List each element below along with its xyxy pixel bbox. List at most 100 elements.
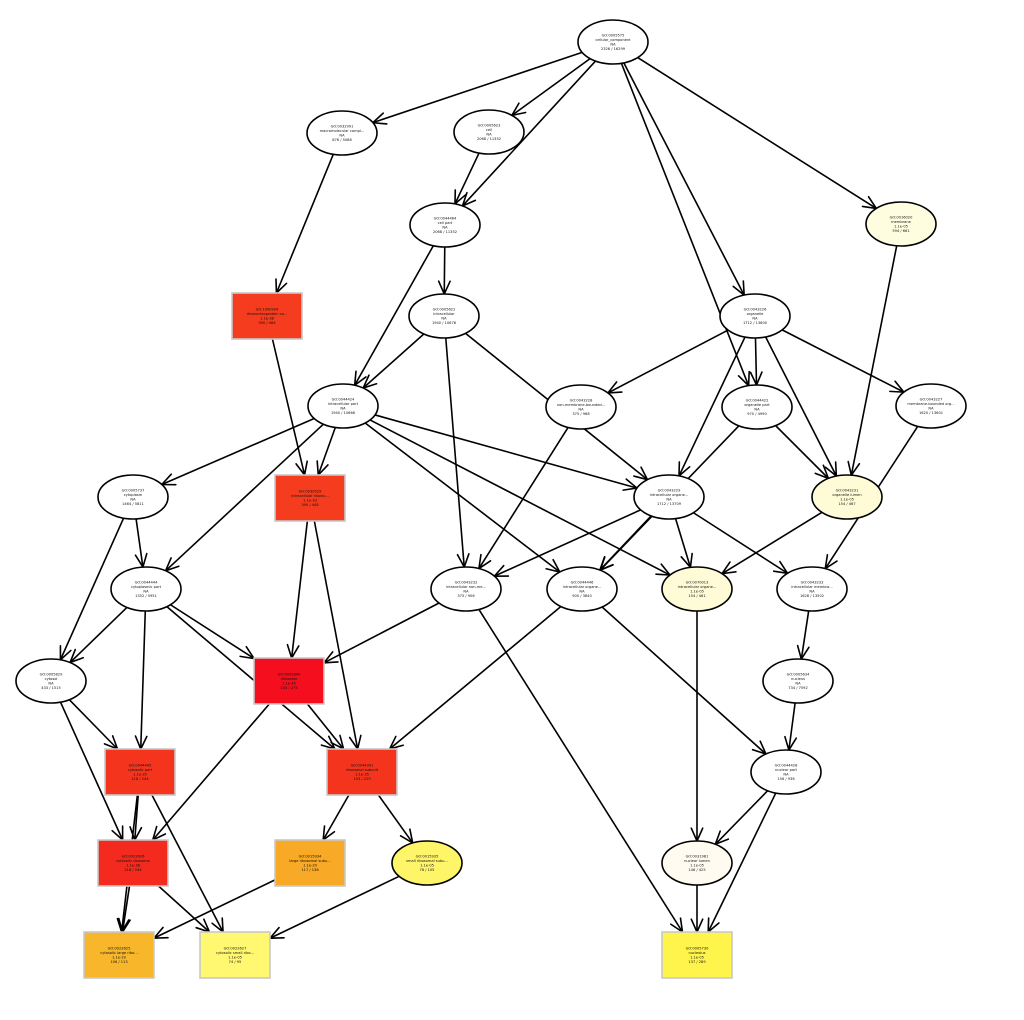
node-label-line: NA (486, 133, 492, 137)
significant-term-box (231, 292, 303, 340)
arrowhead (239, 645, 256, 660)
edge (492, 509, 641, 577)
node-label-line: 433 / 1515 (41, 686, 61, 690)
node-label-line: NA (928, 407, 934, 411)
node-label-line: 2068 / 11352 (477, 137, 501, 141)
edge (637, 56, 878, 210)
node-label-line: NA (783, 773, 789, 777)
term-ellipse (408, 293, 480, 339)
node-label-line: 1.1e-38 (126, 864, 141, 868)
edge (510, 57, 591, 117)
node-label-line: organelle (747, 312, 765, 316)
node-label-line: 734 / 7592 (788, 686, 808, 690)
node-label-line: GO:0016020 (890, 215, 913, 219)
node-label-line: 106 / 113 (110, 960, 127, 964)
edge (720, 511, 823, 575)
node-label-line: large ribosomal subu... (289, 859, 330, 863)
node-label-line: 375 / 968 (572, 412, 590, 416)
term-ellipse (110, 566, 182, 612)
term-ellipse (750, 749, 822, 795)
node-label-line: GO:0044464 (434, 216, 457, 220)
node-label-line: 2326 / 16299 (601, 47, 626, 51)
edge (275, 154, 335, 295)
node-label-line: NA (610, 43, 616, 47)
edges-layer (59, 51, 919, 940)
node-label-line: GO:0015934 (299, 854, 322, 858)
node-label-line: 1.1e-05 (228, 956, 242, 960)
node-label-line: intracellular organe... (678, 585, 717, 589)
node-label-line: 1.1e-05 (690, 590, 704, 594)
node-label-line: GO:0044424 (332, 397, 355, 401)
node-label-line: NA (463, 590, 469, 594)
node-label-line: GO:0032991 (331, 124, 354, 128)
node-label-line: 876 / 5086 (332, 138, 352, 142)
term-ellipse (546, 566, 618, 612)
edge (388, 605, 562, 751)
node-label-line: ribonucleoprotein co... (247, 312, 287, 316)
node-label-line: NA (143, 590, 149, 594)
node-label-line: 1464 / 5811 (122, 502, 144, 506)
edge (361, 333, 425, 390)
edge (690, 611, 704, 843)
node-label-line: cellular_component (595, 38, 631, 42)
node-label-line: 74 / 95 (229, 960, 242, 964)
node-label-line: 900 / 3840 (572, 594, 592, 598)
edge (606, 329, 729, 394)
node-label-line: intracellular (433, 312, 455, 316)
node-label-line: GO:0044446 (571, 580, 594, 584)
node-label-line: GO:0005623 (478, 123, 501, 127)
edge (674, 518, 693, 570)
node-label-line: 970 / 4990 (747, 412, 767, 416)
node-label-line: GO:0005730 (686, 946, 709, 950)
node-label-line: 1.1e-20 (112, 956, 127, 960)
term-ellipse (721, 384, 793, 430)
node-label-line: GO:0043232 (455, 580, 478, 584)
node-label-line: NA (340, 407, 346, 411)
node-label-line: GO:0005634 (787, 672, 810, 676)
node-label-line: GO:0044422 (746, 398, 769, 402)
node-label-line: ribosome (281, 677, 299, 681)
node-label-line: NA (48, 682, 54, 686)
node-label-line: non-membrane-bounded... (557, 403, 605, 407)
term-ellipse (545, 384, 617, 430)
node-label-line: intracellular organe... (563, 585, 602, 589)
term-ellipse (306, 110, 378, 156)
node-label-line: intracellular ribonu... (291, 494, 329, 498)
node-label-line: ribosomal subunit (346, 768, 379, 772)
